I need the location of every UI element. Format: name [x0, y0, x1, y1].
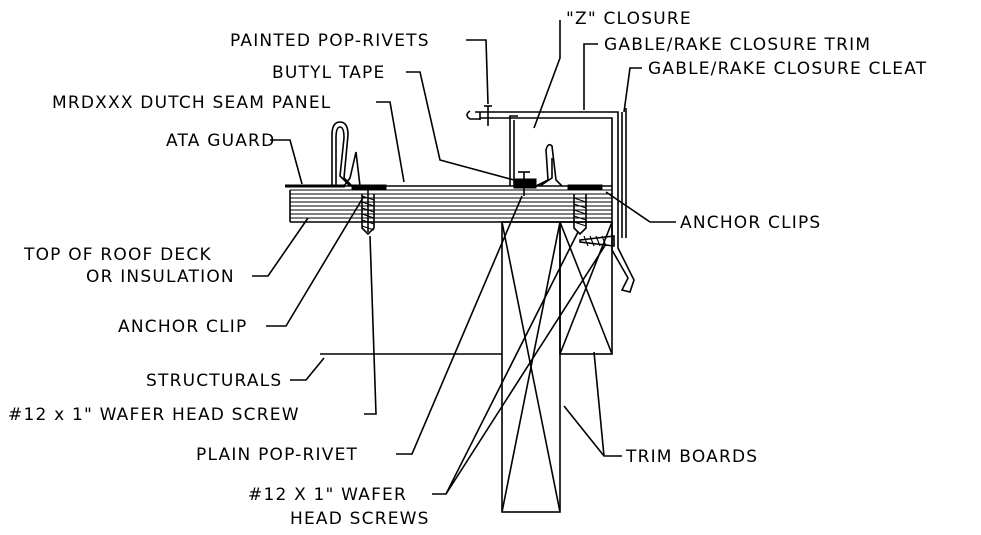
roof-deck-layers: [289, 189, 612, 223]
label-wafer-head-screws-line1: #12 X 1" WAFER: [248, 485, 407, 505]
dutch-seam-panel-seam: [331, 121, 361, 187]
trim-board-upper: [559, 221, 613, 355]
label-trim-boards: TRIM BOARDS: [625, 447, 758, 467]
label-gable-rake-closure-trim: GABLE/RAKE CLOSURE TRIM: [604, 35, 871, 55]
panel-right-seam: [535, 143, 563, 187]
gable-rake-closure-trim: [466, 105, 635, 293]
label-structurals: STRUCTURALS: [146, 371, 282, 391]
label-painted-pop-rivets: PAINTED POP-RIVETS: [230, 31, 430, 51]
label-top-of-roof-deck-line1: TOP OF ROOF DECK: [23, 245, 212, 265]
label-anchor-clips: ANCHOR CLIPS: [680, 213, 821, 233]
label-butyl-tape: BUTYL TAPE: [272, 63, 385, 83]
z-closure: [509, 115, 518, 186]
label-gable-rake-closure-cleat: GABLE/RAKE CLOSURE CLEAT: [648, 59, 927, 79]
trim-board-lower: [501, 221, 561, 513]
label-ata-guard: ATA GUARD: [166, 131, 275, 151]
label-top-of-roof-deck-line2: OR INSULATION: [86, 267, 235, 287]
label-z-closure: "Z" CLOSURE: [566, 9, 692, 29]
leader-lines: [252, 20, 676, 495]
butyl-tape-rivet: [513, 171, 537, 196]
label-anchor-clip: ANCHOR CLIP: [118, 317, 247, 337]
anchor-clip-left: [351, 184, 387, 236]
label-wafer-head-screws-line2: HEAD SCREWS: [290, 509, 430, 529]
label-dutch-seam-panel: MRDXXX DUTCH SEAM PANEL: [52, 93, 331, 113]
labels: "Z" CLOSURE PAINTED POP-RIVETS GABLE/RAK…: [8, 9, 927, 529]
label-plain-pop-rivet: PLAIN POP-RIVET: [196, 445, 358, 465]
anchor-clips-right: [567, 184, 603, 236]
gable-rake-closure-cleat: [621, 108, 627, 238]
label-wafer-head-screw: #12 x 1" WAFER HEAD SCREW: [8, 405, 300, 425]
trim-board-screw: [579, 235, 615, 247]
